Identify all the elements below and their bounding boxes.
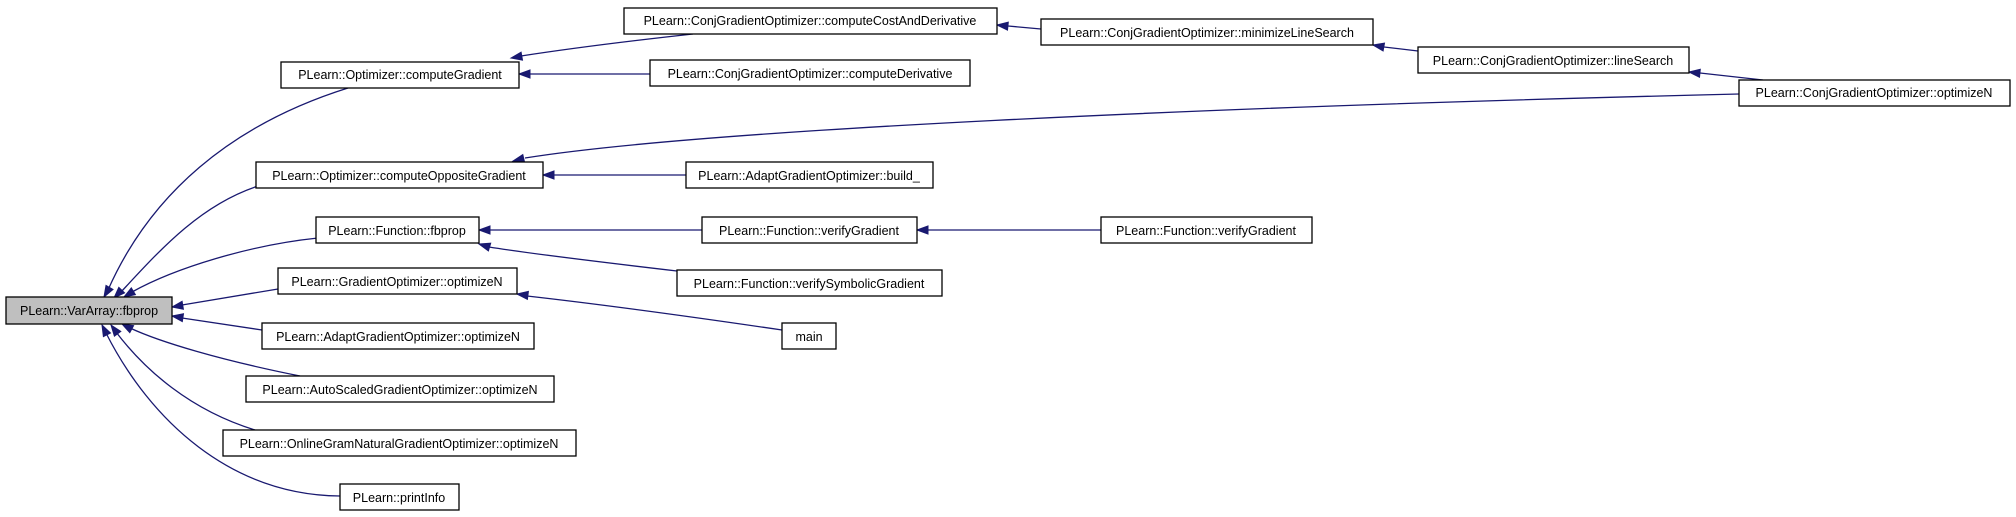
edge-line: [129, 327, 301, 377]
edge-line: [181, 288, 279, 306]
arrowhead-icon: [517, 69, 531, 79]
edge-cgOptimizeN-to-cgLineSearch: [1687, 68, 1764, 81]
node-adaptGradientOptimizer-build[interactable]: PLearn::AdaptGradientOptimizer::build_: [685, 161, 934, 189]
arrowhead-icon: [122, 287, 137, 298]
edge-line: [520, 33, 694, 57]
node-printInfo[interactable]: PLearn::printInfo: [339, 483, 460, 511]
edge-adaptOptimizeN-to-varArrayFbprop: [170, 313, 263, 331]
edge-line: [105, 332, 341, 497]
edge-main-to-gradOptimizeN: [515, 290, 783, 331]
arrowhead-icon: [103, 284, 114, 299]
arrowhead-icon: [995, 21, 1009, 31]
edge-adaptBuild-to-optComputeOpp: [541, 170, 686, 180]
node-label: PLearn::ConjGradientOptimizer::minimizeL…: [1060, 26, 1354, 40]
node-adaptGradientOptimizer-optimizeN[interactable]: PLearn::AdaptGradientOptimizer::optimize…: [261, 322, 535, 350]
edge-autoOptimizeN-to-varArrayFbprop: [120, 323, 301, 377]
node-label: PLearn::VarArray::fbprop: [20, 304, 158, 318]
node-label: PLearn::ConjGradientOptimizer::optimizeN: [1756, 86, 1993, 100]
edge-printInfo-to-varArrayFbprop: [101, 323, 341, 497]
edge-line: [1007, 25, 1042, 30]
node-label: main: [795, 330, 822, 344]
edge-onlineOptimizeN-to-varArrayFbprop: [110, 323, 256, 431]
node-label: PLearn::AdaptGradientOptimizer::optimize…: [276, 330, 520, 344]
edge-line: [181, 317, 263, 331]
node-label: PLearn::ConjGradientOptimizer::computeCo…: [644, 14, 977, 28]
edge-funcVerifyGrad2-to-funcVerifyGrad1: [915, 225, 1101, 235]
arrowhead-icon: [915, 225, 929, 235]
node-label: PLearn::AutoScaledGradientOptimizer::opt…: [262, 383, 537, 397]
arrowhead-icon: [112, 286, 126, 300]
node-label: PLearn::Function::verifyGradient: [719, 224, 899, 238]
edge-cgCostAndDeriv-to-optComputeGrad: [509, 33, 694, 61]
edge-cgDeriv-to-optComputeGrad: [517, 69, 650, 79]
node-function-verifySymbolicGradient[interactable]: PLearn::Function::verifySymbolicGradient: [676, 269, 943, 297]
nodes-layer: PLearn::VarArray::fbprop PLearn::Optimiz…: [5, 7, 2011, 511]
edge-line: [1699, 72, 1764, 81]
arrowhead-icon: [1687, 68, 1701, 78]
edge-line: [526, 295, 783, 331]
arrowhead-icon: [170, 300, 185, 310]
node-gradientOptimizer-optimizeN[interactable]: PLearn::GradientOptimizer::optimizeN: [277, 267, 518, 295]
node-conjGradient-optimizeN[interactable]: PLearn::ConjGradientOptimizer::optimizeN: [1738, 79, 2011, 107]
node-varArray-fbprop[interactable]: PLearn::VarArray::fbprop: [5, 296, 173, 325]
node-conjGradient-computeCostAndDerivative[interactable]: PLearn::ConjGradientOptimizer::computeCo…: [623, 7, 998, 35]
node-optimizer-computeOppositeGradient[interactable]: PLearn::Optimizer::computeOppositeGradie…: [255, 161, 544, 189]
arrowhead-icon: [477, 225, 491, 235]
arrowhead-icon: [511, 153, 526, 163]
edge-funcVerifySym-to-funcFbprop: [477, 242, 678, 272]
edge-line: [131, 237, 319, 293]
node-function-verifyGradient-2[interactable]: PLearn::Function::verifyGradient: [1100, 216, 1313, 244]
edge-line: [1383, 46, 1419, 52]
edge-line: [524, 93, 1740, 159]
node-main[interactable]: main: [781, 322, 837, 350]
node-conjGradient-computeDerivative[interactable]: PLearn::ConjGradientOptimizer::computeDe…: [649, 59, 971, 87]
arrowhead-icon: [120, 323, 135, 334]
edge-optComputeGrad-to-varArrayFbprop: [103, 87, 349, 299]
edge-funcVerifyGrad1-to-funcFbprop: [477, 225, 702, 235]
node-label: PLearn::AdaptGradientOptimizer::build_: [698, 169, 921, 183]
edge-funcFbprop-to-varArrayFbprop: [122, 237, 319, 298]
edge-line: [107, 87, 349, 291]
node-label: PLearn::Function::fbprop: [328, 224, 466, 238]
node-label: PLearn::ConjGradientOptimizer::computeDe…: [668, 67, 953, 81]
node-label: PLearn::GradientOptimizer::optimizeN: [291, 275, 502, 289]
edges-layer: [101, 21, 1764, 497]
arrowhead-icon: [1371, 42, 1386, 52]
edge-line: [488, 246, 678, 272]
arrowhead-icon: [110, 323, 122, 338]
node-label: PLearn::ConjGradientOptimizer::lineSearc…: [1433, 54, 1673, 68]
edge-line: [115, 331, 256, 431]
arrowhead-icon: [509, 51, 524, 61]
node-conjGradient-lineSearch[interactable]: PLearn::ConjGradientOptimizer::lineSearc…: [1417, 46, 1690, 74]
edge-optComputeOpp-to-varArrayFbprop: [112, 185, 259, 300]
arrowhead-icon: [477, 242, 492, 252]
edge-line: [120, 185, 259, 293]
node-conjGradient-minimizeLineSearch[interactable]: PLearn::ConjGradientOptimizer::minimizeL…: [1040, 18, 1374, 46]
node-function-fbprop[interactable]: PLearn::Function::fbprop: [315, 216, 480, 244]
edge-cgMinLineSearch-to-cgCostAndDeriv: [995, 21, 1042, 31]
node-label: PLearn::Function::verifySymbolicGradient: [694, 277, 925, 291]
node-function-verifyGradient-1[interactable]: PLearn::Function::verifyGradient: [701, 216, 918, 244]
node-label: PLearn::Function::verifyGradient: [1116, 224, 1296, 238]
node-label: PLearn::OnlineGramNaturalGradientOptimiz…: [240, 437, 559, 451]
arrowhead-icon: [515, 290, 529, 301]
edge-gradOptimizeN-to-varArrayFbprop: [170, 288, 279, 310]
arrowhead-icon: [101, 323, 112, 338]
edge-cgLineSearch-to-cgMinLineSearch: [1371, 42, 1419, 52]
node-label: PLearn::Optimizer::computeOppositeGradie…: [272, 169, 526, 183]
node-optimizer-computeGradient[interactable]: PLearn::Optimizer::computeGradient: [280, 61, 520, 89]
node-label: PLearn::Optimizer::computeGradient: [298, 68, 502, 82]
arrowhead-icon: [541, 170, 555, 180]
node-label: PLearn::printInfo: [353, 491, 445, 505]
node-onlineGramNaturalGradientOptimizer-optimizeN[interactable]: PLearn::OnlineGramNaturalGradientOptimiz…: [222, 429, 577, 457]
edge-cgOptimizeN-to-optComputeOpp: [511, 93, 1740, 163]
arrowhead-icon: [170, 313, 185, 323]
node-autoScaledGradientOptimizer-optimizeN[interactable]: PLearn::AutoScaledGradientOptimizer::opt…: [245, 375, 555, 403]
